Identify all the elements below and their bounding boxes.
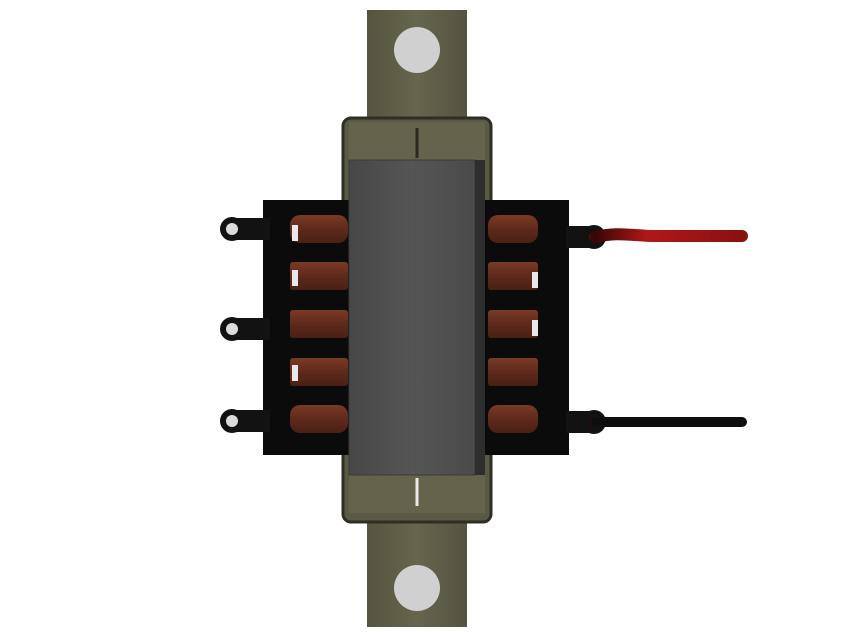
terminal-hole bbox=[226, 223, 238, 235]
terminal-left-1 bbox=[220, 217, 270, 241]
laminated-core bbox=[348, 159, 485, 476]
windings-right bbox=[488, 215, 538, 433]
terminal-left-3 bbox=[220, 409, 270, 433]
red-lead-wire bbox=[590, 228, 748, 243]
mounting-hole-top bbox=[394, 27, 440, 73]
mounting-strap-bottom bbox=[367, 505, 467, 627]
terminal-left-2 bbox=[220, 317, 270, 341]
mounting-hole-bottom bbox=[394, 565, 440, 611]
mounting-strap-top bbox=[367, 10, 467, 125]
terminal-hole bbox=[226, 415, 238, 427]
terminal-hole bbox=[226, 323, 238, 335]
windings-left bbox=[290, 215, 348, 433]
